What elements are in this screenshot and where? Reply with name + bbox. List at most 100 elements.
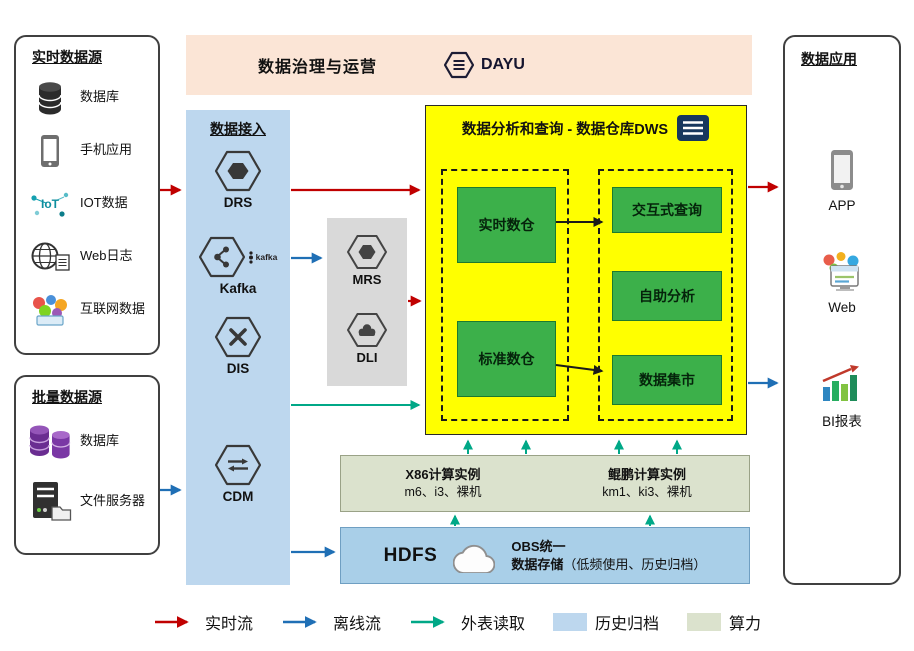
- hdfs-label: HDFS: [383, 544, 438, 566]
- archive-swatch: [553, 613, 587, 631]
- mrs-hexagon-icon: [347, 235, 387, 269]
- service-drs: DRS: [186, 150, 290, 210]
- dayu-label: DAYU: [481, 56, 525, 73]
- application-label: Web: [828, 300, 856, 315]
- dli-hexagon-icon: [347, 313, 387, 347]
- realtime-sources-title: 实时数据源: [32, 49, 102, 65]
- application-web: Web: [785, 251, 899, 315]
- dayu-logo: DAYU: [444, 51, 525, 79]
- source-item-label: 数据库: [80, 89, 120, 105]
- warehouse-group: 实时数仓 标准数仓: [441, 169, 569, 421]
- x86-title: X86计算实例: [405, 466, 481, 482]
- data-ingestion-panel: 数据接入 DRS: [186, 110, 290, 585]
- obs-line2-row: 数据存储（低频使用、历史归档）: [511, 556, 706, 574]
- source-item-label: 文件服务器: [80, 492, 146, 508]
- legend-label: 历史归档: [595, 616, 660, 633]
- obs-cloud-icon: [453, 544, 496, 573]
- kafka-hexagon-icon: [198, 236, 245, 278]
- batch-sources-title: 批量数据源: [32, 389, 102, 405]
- dis-hexagon-icon: [215, 316, 261, 358]
- source-item-mobile: 手机应用: [26, 124, 154, 177]
- service-data-mart: 数据集市: [612, 355, 722, 405]
- application-label: APP: [828, 198, 856, 213]
- svg-text:IoT: IoT: [41, 197, 60, 211]
- service-label: CDM: [222, 489, 254, 504]
- cdm-hexagon-icon: [215, 444, 261, 486]
- compute-swatch: [687, 613, 722, 631]
- bi-icon: [822, 365, 859, 401]
- kunpeng-title: 鲲鹏计算实例: [607, 466, 686, 482]
- source-item-label: 互联网数据: [80, 301, 146, 317]
- kafka-logo-text: kafka: [255, 252, 278, 262]
- weblog-icon: [26, 241, 74, 273]
- governance-title: 数据治理与运营: [258, 59, 378, 76]
- legend-label: 外表读取: [460, 616, 525, 633]
- app-icon: [831, 150, 853, 190]
- batch-sources-panel: 批量数据源 数据库: [14, 375, 160, 555]
- legend: 实时流 离线流 外表读取: [0, 610, 914, 634]
- application-bi: BI报表: [785, 363, 899, 430]
- warehouse-standard: 标准数仓: [457, 321, 556, 397]
- dws-title-row: 数据分析和查询 - 数据仓库DWS: [426, 114, 746, 142]
- source-item-file-server: 文件服务器: [26, 471, 154, 531]
- mobile-icon: [26, 134, 74, 168]
- dws-panel: 数据分析和查询 - 数据仓库DWS 实时数仓 标准数仓 交互式查询 自助分析 数…: [425, 105, 747, 435]
- analysis-group: 交互式查询 自助分析 数据集市: [598, 169, 733, 421]
- x86-compute: X86计算实例 m6、i3、裸机: [341, 466, 545, 502]
- service-kafka: kafka Kafka: [186, 236, 290, 296]
- legend-realtime: 实时流: [153, 610, 253, 634]
- service-dli: DLI: [327, 312, 407, 365]
- source-item-database: 数据库: [26, 71, 154, 124]
- source-item-batch-database: 数据库: [26, 411, 154, 471]
- source-item-label: 手机应用: [80, 142, 133, 158]
- kafka-logo-icon: [248, 250, 253, 264]
- storage-panel: HDFS OBS统一 数据存储（低频使用、历史归档）: [340, 527, 750, 584]
- external-arrow-icon: [410, 616, 445, 628]
- database-purple-icon: [26, 420, 74, 462]
- database-icon: [26, 80, 74, 116]
- service-label: DLI: [356, 350, 378, 365]
- obs-line2: 数据存储: [511, 556, 564, 572]
- drs-hexagon-icon: [215, 150, 261, 192]
- legend-offline: 离线流: [281, 610, 381, 634]
- applications-title: 数据应用: [801, 51, 857, 67]
- service-label: DIS: [226, 361, 250, 376]
- file-server-icon: [26, 480, 74, 522]
- compute-instances-panel: X86计算实例 m6、i3、裸机 鲲鹏计算实例 km1、ki3、裸机: [340, 455, 750, 512]
- legend-label: 离线流: [332, 616, 381, 633]
- source-item-weblog: Web日志: [26, 230, 154, 283]
- legend-compute: 算力: [687, 610, 761, 634]
- legend-archive: 历史归档: [553, 610, 659, 634]
- dws-title: 数据分析和查询 - 数据仓库DWS: [461, 121, 669, 138]
- web-icon: [823, 252, 859, 291]
- source-item-iot: IoT IOT数据: [26, 177, 154, 230]
- obs-description: OBS统一 数据存储（低频使用、历史归档）: [511, 538, 706, 573]
- realtime-arrow-icon: [154, 616, 189, 628]
- dws-icon: [677, 115, 710, 141]
- source-item-label: 数据库: [80, 432, 120, 448]
- service-dis: DIS: [186, 316, 290, 376]
- internet-icon: [26, 293, 74, 327]
- source-item-label: Web日志: [80, 248, 133, 264]
- warehouse-realtime: 实时数仓: [457, 187, 556, 263]
- service-mrs: MRS: [327, 234, 407, 287]
- kunpeng-compute: 鲲鹏计算实例 km1、ki3、裸机: [545, 466, 749, 502]
- legend-label: 实时流: [204, 616, 253, 633]
- service-self-analysis: 自助分析: [612, 271, 722, 321]
- service-cdm: CDM: [186, 444, 290, 504]
- dayu-hexagon-icon: [444, 51, 474, 79]
- obs-note: （低频使用、历史归档）: [563, 556, 707, 572]
- source-item-internet: 互联网数据: [26, 283, 154, 336]
- application-label: BI报表: [822, 414, 862, 429]
- realtime-sources-panel: 实时数据源 数据库 手机应用: [14, 35, 160, 355]
- governance-banner: 数据治理与运营 DAYU: [186, 35, 752, 95]
- obs-line1: OBS统一: [511, 538, 566, 554]
- application-app: APP: [785, 149, 899, 213]
- legend-label: 算力: [729, 616, 762, 633]
- service-label: Kafka: [219, 281, 257, 296]
- service-label: MRS: [352, 272, 382, 287]
- data-ingestion-title: 数据接入: [210, 121, 266, 137]
- offline-arrow-icon: [282, 616, 317, 628]
- kunpeng-spec: km1、ki3、裸机: [602, 484, 692, 499]
